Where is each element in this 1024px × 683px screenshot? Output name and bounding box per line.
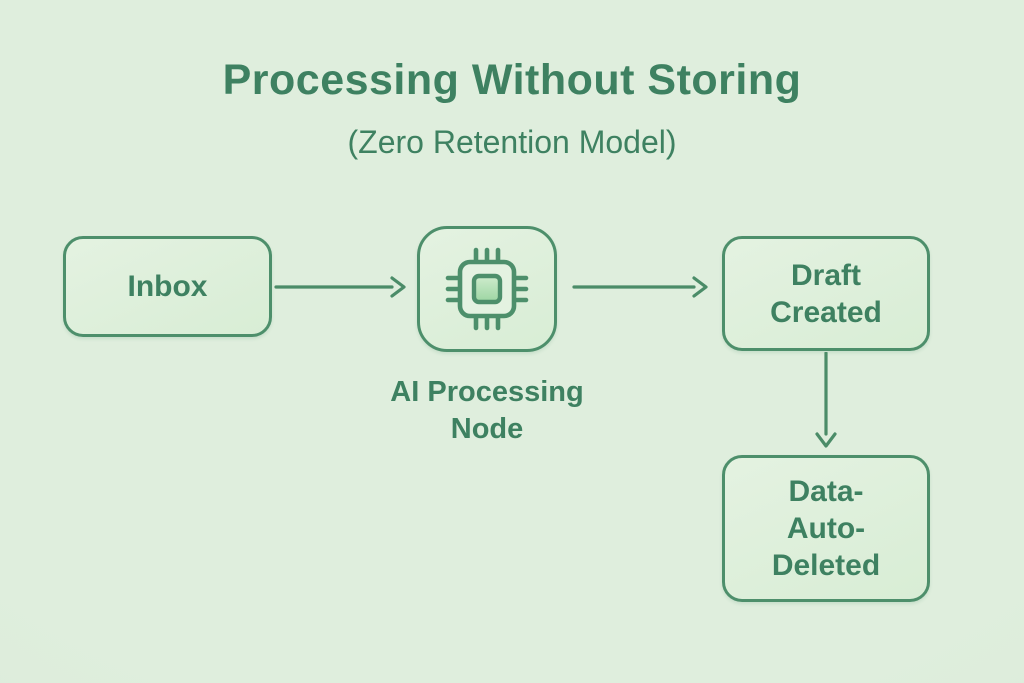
node-ai-caption-line2: Node — [450, 413, 524, 445]
node-deleted-label: Data- Auto- Deleted — [772, 473, 880, 584]
page-title: Processing Without Storing — [222, 56, 802, 104]
node-ai-caption-line1: AI Processing — [390, 376, 584, 408]
chip-icon — [445, 247, 529, 331]
page-subtitle: (Zero Retention Model) — [347, 124, 677, 160]
node-draft-label-line1: Draft — [790, 258, 861, 292]
node-deleted-label-line2: Auto- — [786, 512, 866, 545]
arrow-ai-to-draft — [572, 276, 708, 298]
node-draft-label-line2: Created — [770, 295, 882, 329]
node-ai-processing — [417, 226, 557, 352]
node-inbox: Inbox — [63, 236, 272, 337]
arrow-inbox-to-ai — [274, 276, 406, 298]
arrow-draft-to-deleted — [815, 352, 837, 448]
node-deleted-label-line3: Deleted — [771, 549, 881, 582]
node-ai-caption: AI Processing Node — [337, 374, 637, 448]
node-data-auto-deleted: Data- Auto- Deleted — [722, 455, 930, 602]
node-draft-label: Draft Created — [770, 257, 882, 331]
node-deleted-label-line1: Data- — [788, 475, 864, 508]
node-draft-created: Draft Created — [722, 236, 930, 351]
node-inbox-label: Inbox — [127, 270, 208, 303]
